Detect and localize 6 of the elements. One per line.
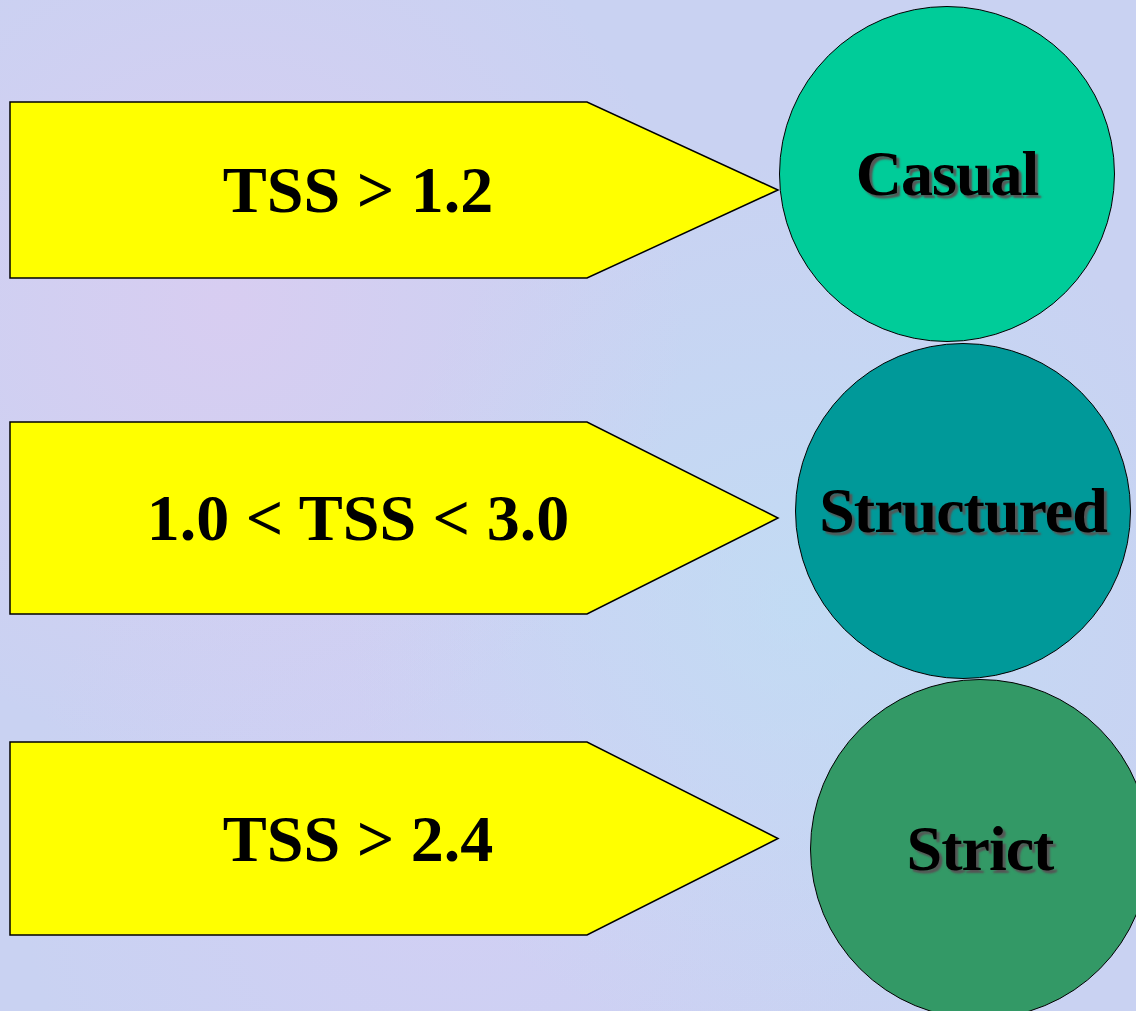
category-label: Strict bbox=[906, 812, 1054, 886]
condition-label: 1.0 < TSS < 3.0 bbox=[146, 480, 570, 556]
condition-label: TSS > 2.4 bbox=[222, 800, 494, 877]
category-label: Casual bbox=[855, 137, 1039, 211]
category-label: Structured bbox=[819, 474, 1107, 548]
condition-label: TSS > 1.2 bbox=[222, 152, 494, 228]
